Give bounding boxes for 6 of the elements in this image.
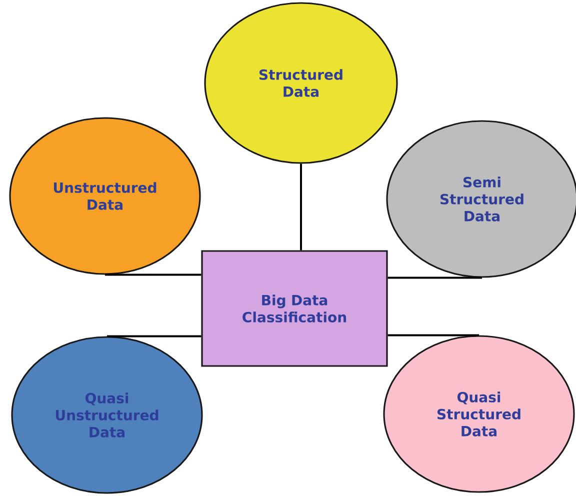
connector-line: [107, 335, 202, 338]
center-box: Big Data Classification: [201, 250, 388, 367]
connector-line: [388, 276, 482, 279]
connector-line: [105, 274, 202, 276]
connector-line: [300, 164, 302, 250]
connector-line: [388, 334, 479, 336]
